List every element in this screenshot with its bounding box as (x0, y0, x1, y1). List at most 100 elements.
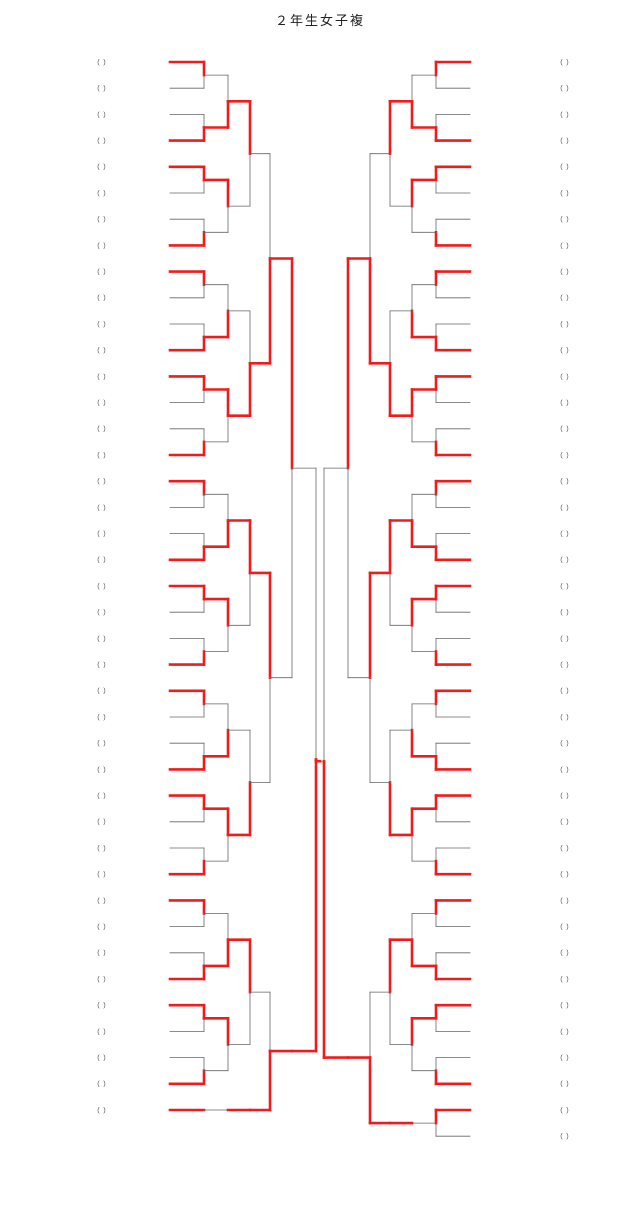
school-bracket-close: ） (103, 451, 110, 459)
school-bracket-open: （ (556, 347, 566, 355)
left-school: （ ） (93, 320, 111, 328)
right-school: （ ） (556, 1133, 574, 1141)
school-bracket-close: ） (566, 58, 573, 66)
school-bracket-close: ） (103, 137, 110, 145)
right-school: （ ） (556, 766, 574, 774)
school-bracket-open: （ (93, 425, 103, 433)
school-bracket-open: （ (556, 1028, 566, 1036)
left-school: （ ） (93, 818, 111, 826)
right-school: （ ） (556, 897, 574, 905)
school-bracket-open: （ (93, 713, 103, 721)
right-school: （ ） (556, 687, 574, 695)
left-school: （ ） (93, 242, 111, 250)
left-school: （ ） (93, 923, 111, 931)
school-bracket-open: （ (93, 740, 103, 748)
school-bracket-close: ） (566, 111, 573, 119)
school-bracket-open: （ (556, 530, 566, 538)
right-school: （ ） (556, 1106, 574, 1114)
school-bracket-open: （ (93, 189, 103, 197)
left-school: （ ） (93, 85, 111, 93)
school-bracket-close: ） (566, 347, 573, 355)
school-bracket-close: ） (103, 556, 110, 564)
left-school: （ ） (93, 1054, 111, 1062)
right-school: （ ） (556, 111, 574, 119)
right-school: （ ） (556, 294, 574, 302)
school-bracket-open: （ (93, 582, 103, 590)
school-bracket-close: ） (566, 871, 573, 879)
school-bracket-close: ） (103, 242, 110, 250)
school-bracket-close: ） (103, 975, 110, 983)
school-bracket-open: （ (93, 975, 103, 983)
right-school: （ ） (556, 163, 574, 171)
school-bracket-close: ） (566, 294, 573, 302)
right-school: （ ） (556, 1054, 574, 1062)
school-bracket-close: ） (566, 530, 573, 538)
school-bracket-close: ） (566, 556, 573, 564)
school-bracket-close: ） (566, 451, 573, 459)
school-bracket-close: ） (566, 1106, 573, 1114)
right-school: （ ） (556, 923, 574, 931)
left-school: （ ） (93, 58, 111, 66)
school-bracket-open: （ (556, 556, 566, 564)
left-school: （ ） (93, 189, 111, 197)
school-bracket-close: ） (566, 1054, 573, 1062)
school-bracket-open: （ (93, 163, 103, 171)
school-bracket-close: ） (103, 923, 110, 931)
left-school: （ ） (93, 1080, 111, 1088)
school-bracket-open: （ (556, 478, 566, 486)
school-bracket-close: ） (103, 871, 110, 879)
left-school: （ ） (93, 137, 111, 145)
school-bracket-open: （ (556, 687, 566, 695)
school-bracket-close: ） (566, 792, 573, 800)
school-bracket-open: （ (93, 687, 103, 695)
school-bracket-open: （ (556, 216, 566, 224)
school-bracket-close: ） (566, 373, 573, 381)
school-bracket-open: （ (93, 137, 103, 145)
school-bracket-open: （ (556, 713, 566, 721)
school-bracket-close: ） (103, 530, 110, 538)
school-bracket-open: （ (93, 556, 103, 564)
right-school: （ ） (556, 268, 574, 276)
school-bracket-open: （ (93, 949, 103, 957)
school-bracket-close: ） (103, 320, 110, 328)
school-bracket-close: ） (566, 897, 573, 905)
left-school: （ ） (93, 504, 111, 512)
school-bracket-close: ） (566, 399, 573, 407)
school-bracket-open: （ (93, 1028, 103, 1036)
school-bracket-open: （ (556, 635, 566, 643)
school-bracket-close: ） (103, 897, 110, 905)
school-bracket-close: ） (103, 1106, 110, 1114)
right-school: （ ） (556, 792, 574, 800)
school-bracket-open: （ (556, 1080, 566, 1088)
school-bracket-close: ） (566, 687, 573, 695)
school-bracket-close: ） (566, 320, 573, 328)
school-bracket-open: （ (556, 85, 566, 93)
school-bracket-close: ） (566, 504, 573, 512)
left-school: （ ） (93, 844, 111, 852)
school-bracket-open: （ (556, 1002, 566, 1010)
school-bracket-close: ） (566, 1080, 573, 1088)
school-bracket-open: （ (556, 58, 566, 66)
school-bracket-close: ） (103, 58, 110, 66)
school-bracket-close: ） (566, 582, 573, 590)
school-bracket-open: （ (556, 320, 566, 328)
school-bracket-close: ） (103, 740, 110, 748)
right-school: （ ） (556, 373, 574, 381)
right-school: （ ） (556, 949, 574, 957)
school-bracket-open: （ (556, 425, 566, 433)
school-bracket-close: ） (103, 163, 110, 171)
school-bracket-open: （ (93, 242, 103, 250)
school-bracket-open: （ (93, 478, 103, 486)
left-school: （ ） (93, 216, 111, 224)
school-bracket-close: ） (103, 373, 110, 381)
school-bracket-open: （ (556, 399, 566, 407)
right-school: （ ） (556, 425, 574, 433)
school-bracket-open: （ (556, 451, 566, 459)
school-bracket-close: ） (103, 1028, 110, 1036)
school-bracket-open: （ (93, 766, 103, 774)
school-bracket-open: （ (93, 294, 103, 302)
school-bracket-open: （ (556, 504, 566, 512)
school-bracket-open: （ (93, 530, 103, 538)
school-bracket-close: ） (103, 949, 110, 957)
